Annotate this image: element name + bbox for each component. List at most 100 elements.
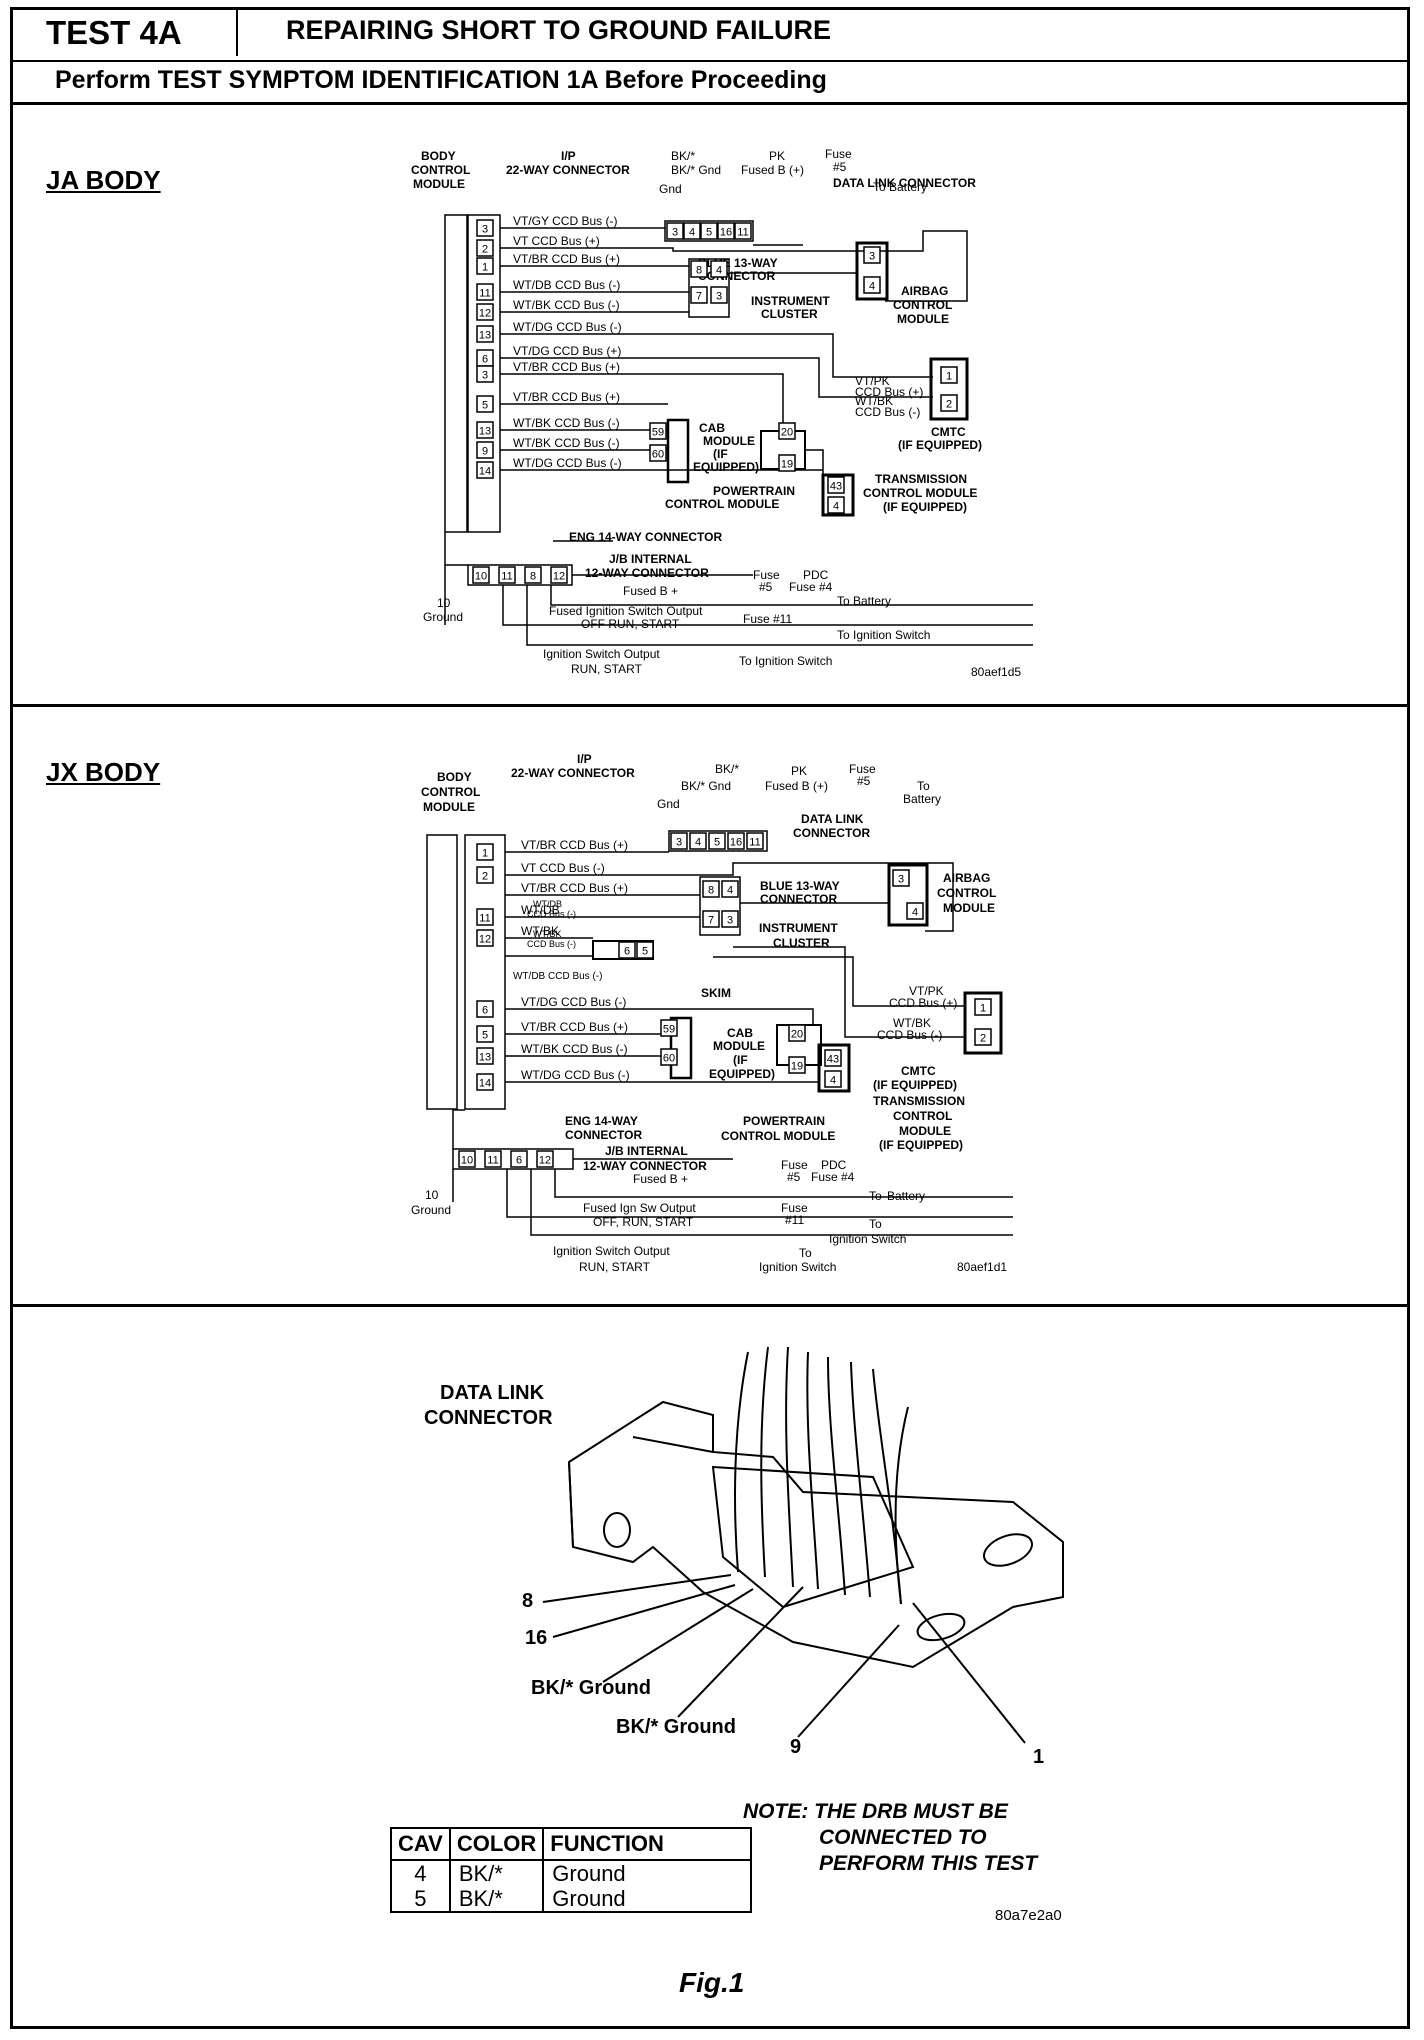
svg-text:12: 12 xyxy=(539,1155,551,1167)
jx-to-ign2-2: Ignition Switch xyxy=(759,1260,836,1274)
ja-cab-1: CAB xyxy=(699,421,725,435)
svg-text:14: 14 xyxy=(479,1078,491,1090)
svg-text:11: 11 xyxy=(501,571,512,583)
ja-ground-1: 10 xyxy=(437,596,451,610)
callout-1: 1 xyxy=(1033,1746,1044,1768)
ja-pk-1: PK xyxy=(769,149,785,163)
jx-cmtc-w2: CCD Bus (+) xyxy=(889,996,957,1010)
drb-note: NOTE: THE DRB MUST BE CONNECTED TO PERFO… xyxy=(743,1799,1037,1877)
ja-bcm-pin: 13 xyxy=(476,421,494,439)
ja-bcm-pin: 6 xyxy=(476,349,494,367)
ja-to-ign: To Ignition Switch xyxy=(837,628,930,642)
color-cell: BK/* xyxy=(449,1886,545,1912)
jx-cmtc-w3: WT/BK xyxy=(893,1016,931,1030)
jx-dlc-1: DATA LINK xyxy=(801,812,864,826)
svg-text:19: 19 xyxy=(781,459,793,471)
test-id: TEST 4A xyxy=(13,10,238,56)
jx-jb-pin: 6 xyxy=(510,1150,528,1168)
jx-airbag-1: AIRBAG xyxy=(943,871,990,885)
svg-text:20: 20 xyxy=(791,1029,803,1041)
svg-text:59: 59 xyxy=(663,1024,675,1036)
ja-tcm-1: TRANSMISSION xyxy=(875,472,967,486)
ja-bcm-pin: 12 xyxy=(476,303,494,321)
jx-small-4: CCD Bus (-) xyxy=(527,939,576,949)
ja-pk-2: Fused B (+) xyxy=(741,163,804,177)
ja-bcm-pin: 2 xyxy=(476,239,494,257)
note-line-1: NOTE: THE DRB MUST BE xyxy=(743,1800,1008,1823)
ja-eng14: ENG 14-WAY CONNECTOR xyxy=(569,530,722,544)
jx-bcm-pin: 6 xyxy=(476,1000,494,1018)
jx-jb-1: J/B INTERNAL xyxy=(605,1144,688,1158)
ja-ign-out-2: RUN, START xyxy=(571,662,643,676)
jx-tcm-4: (IF EQUIPPED) xyxy=(879,1138,963,1152)
jx-blue-pin: 8 xyxy=(702,880,720,898)
ja-dlc-pin: 4 xyxy=(683,222,701,240)
ja-airbag-1: AIRBAG xyxy=(901,284,948,298)
jx-wire-label: WT/DB xyxy=(521,903,560,917)
jx-pk-1: PK xyxy=(791,764,807,778)
jx-fuse11-2: #11 xyxy=(785,1213,804,1227)
ja-cmtc-w4: CCD Bus (-) xyxy=(855,405,920,419)
svg-text:13: 13 xyxy=(479,426,491,438)
jx-dlc-pin: 4 xyxy=(689,832,707,850)
ja-cluster-2: CLUSTER xyxy=(761,307,818,321)
jx-tcm-pin: 43 xyxy=(824,1049,842,1067)
ja-section-label: JA BODY xyxy=(46,165,161,195)
svg-text:7: 7 xyxy=(696,291,702,303)
jx-wire-label: VT CCD Bus (-) xyxy=(521,861,605,875)
ja-cab-pin: 19 xyxy=(778,454,796,472)
svg-text:2: 2 xyxy=(482,871,488,883)
jx-blue-pin: 3 xyxy=(721,910,739,928)
function-cell: Ground xyxy=(552,1886,626,1911)
jx-wtdb: WT/DB CCD Bus (-) xyxy=(513,971,602,982)
jx-cab-3: (IF xyxy=(733,1053,748,1067)
ja-tcm-pin: 4 xyxy=(827,496,845,514)
jx-wire-label: WT/BK CCD Bus (-) xyxy=(521,1042,628,1056)
callout-bk-ground-1: BK/* Ground xyxy=(531,1677,651,1699)
jx-cab-1: CAB xyxy=(727,1026,753,1040)
ja-jb-pin: 8 xyxy=(524,566,542,584)
ja-bcm-pin: 3 xyxy=(476,219,494,237)
svg-text:43: 43 xyxy=(830,481,842,493)
ja-jb-1: J/B INTERNAL xyxy=(609,552,692,566)
jx-to-ign-1: To xyxy=(869,1217,882,1231)
ja-tcm-2: CONTROL MODULE xyxy=(863,486,977,500)
jx-fused-ign-2: OFF, RUN, START xyxy=(593,1215,694,1229)
svg-text:11: 11 xyxy=(479,913,490,925)
ja-cmtc-pin: 1 xyxy=(940,366,958,384)
svg-text:8: 8 xyxy=(530,571,536,583)
ja-cmtc-w1: VT/PK xyxy=(855,374,890,388)
svg-text:4: 4 xyxy=(869,281,875,293)
jx-to-battery-4: Battery xyxy=(887,1189,925,1203)
ja-airbag-pin: 3 xyxy=(863,246,881,264)
jx-tcm-3: MODULE xyxy=(899,1124,951,1138)
jx-body-panel: JX BODY xyxy=(13,707,1407,1307)
ja-cmtc-w3: WT/BK xyxy=(855,394,893,408)
callout-bk-ground-2: BK/* Ground xyxy=(616,1716,736,1738)
svg-text:11: 11 xyxy=(487,1155,498,1167)
jx-skim-pin: 5 xyxy=(636,941,654,959)
ja-blue13-2: CONNECTOR xyxy=(698,269,775,283)
jx-blue13-1: BLUE 13-WAY xyxy=(760,879,840,893)
ja-bcm-1: BODY xyxy=(421,149,456,163)
page-frame: TEST 4A REPAIRING SHORT TO GROUND FAILUR… xyxy=(10,7,1410,2029)
ja-ip-1: I/P xyxy=(561,149,576,163)
jx-code: 80aef1d1 xyxy=(957,1260,1007,1274)
ja-wire-label: VT/GY CCD Bus (-) xyxy=(513,214,617,228)
svg-text:4: 4 xyxy=(716,265,722,277)
jx-bk-1: BK/* xyxy=(715,762,739,776)
ja-cluster-1: INSTRUMENT xyxy=(751,294,830,308)
svg-text:4: 4 xyxy=(689,227,695,239)
jx-cluster-2: CLUSTER xyxy=(773,936,830,950)
ja-ip-2: 22-WAY CONNECTOR xyxy=(506,163,630,177)
ja-bcm-2: CONTROL xyxy=(411,163,470,177)
cav-header: CAV xyxy=(391,1828,451,1861)
ja-dlc-pin: 5 xyxy=(700,222,718,240)
figure-code: 80a7e2a0 xyxy=(995,1907,1062,1924)
jx-cluster-1: INSTRUMENT xyxy=(759,921,838,935)
ja-bcm-pin: 13 xyxy=(476,325,494,343)
jx-bcm-pin: 5 xyxy=(476,1025,494,1043)
svg-text:11: 11 xyxy=(737,227,748,239)
svg-text:6: 6 xyxy=(624,946,630,958)
jx-to-battery-1: To xyxy=(917,779,930,793)
